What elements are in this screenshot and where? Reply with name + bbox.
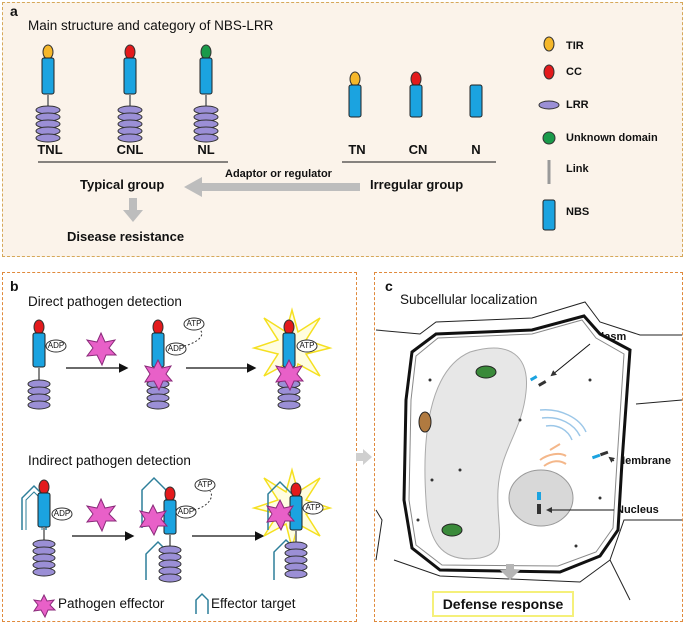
cytoplasm-pointer — [550, 343, 591, 377]
label-n: N — [471, 142, 481, 157]
adp-label-2: ADP — [167, 344, 185, 353]
label-tn: TN — [348, 142, 366, 157]
legend-lrr-icon — [538, 100, 560, 110]
disease-resistance-label: Disease resistance — [67, 229, 185, 244]
legend-tir-icon — [543, 36, 555, 52]
membrane-pointer — [608, 456, 615, 463]
indirect-protein-2 — [138, 476, 216, 583]
pathogen-effector-free-indirect — [85, 497, 118, 533]
pathogen-effector-label: Pathogen effector — [58, 596, 165, 611]
label-cn: CN — [408, 142, 428, 157]
indirect-protein-1 — [21, 479, 73, 577]
label-tnl: TNL — [37, 142, 63, 157]
adaptor-arrow — [184, 177, 360, 197]
direct-protein-3 — [251, 307, 333, 410]
direct-detection-title: Direct pathogen detection — [28, 294, 182, 309]
panel-a-title: Main structure and category of NBS-LRR — [28, 18, 274, 33]
label-nl: NL — [197, 142, 215, 157]
legend-effector-target-icon — [195, 592, 209, 614]
panel-b — [2, 272, 357, 622]
nl-protein — [193, 44, 219, 143]
legend-link-label: Link — [566, 163, 589, 175]
tnl-protein — [35, 44, 61, 143]
legend-unknown-label: Unknown domain — [566, 132, 658, 144]
irregular-group-label: Irregular group — [370, 177, 464, 192]
panel-c-tag: c — [385, 278, 393, 294]
legend-nbs-icon — [542, 199, 556, 231]
cnl-protein — [117, 44, 143, 143]
legend-cc-label: CC — [566, 66, 582, 78]
atp-label-3: ATP — [197, 480, 213, 489]
effector-target-label: Effector target — [211, 596, 296, 611]
down-arrow-c — [500, 564, 520, 580]
tn-protein — [348, 71, 362, 118]
legend-lrr-label: LRR — [566, 99, 589, 111]
pathogen-effector-free — [85, 331, 118, 367]
n-protein — [469, 84, 483, 118]
panel-b-tag: b — [10, 278, 19, 294]
atp-label-4: ATP — [305, 503, 321, 512]
nucleus-label: Nucleus — [616, 504, 659, 516]
adp-label-3: ADP — [53, 509, 71, 518]
adp-bubble — [45, 339, 67, 353]
adp-label-1: ADP — [47, 341, 65, 350]
atp-label-1: ATP — [186, 319, 202, 328]
cn-protein — [409, 71, 423, 118]
membrane-label: Membrane — [616, 455, 672, 467]
panel-a-tag: a — [10, 3, 18, 19]
atp-label-2: ATP — [299, 341, 315, 350]
defense-response-box: Defense response — [432, 591, 574, 617]
adp-label-4: ADP — [177, 507, 195, 516]
indirect-protein-3 — [251, 467, 333, 580]
panel-transition-arrow — [356, 449, 372, 465]
direct-protein-1 — [27, 319, 67, 410]
indirect-detection-title: Indirect pathogen detection — [28, 453, 191, 468]
adaptor-arrow-label: Adaptor or regulator — [225, 168, 332, 180]
cell-illustration — [375, 301, 683, 601]
panel-c — [374, 272, 683, 622]
legend-cc-icon — [543, 64, 555, 80]
direct-protein-2 — [143, 317, 205, 410]
panel-a — [2, 2, 683, 257]
legend-unknown-icon — [542, 131, 556, 145]
legend-effector-icon — [32, 593, 57, 619]
defense-response-label: Defense response — [442, 596, 564, 612]
legend-nbs-label: NBS — [566, 206, 590, 218]
legend-tir-label: TIR — [566, 40, 584, 52]
label-cnl: CNL — [116, 142, 144, 157]
typical-group-label: Typical group — [80, 177, 165, 192]
down-arrow-a — [123, 198, 143, 222]
panel-c-title: Subcellular localization — [400, 292, 538, 307]
